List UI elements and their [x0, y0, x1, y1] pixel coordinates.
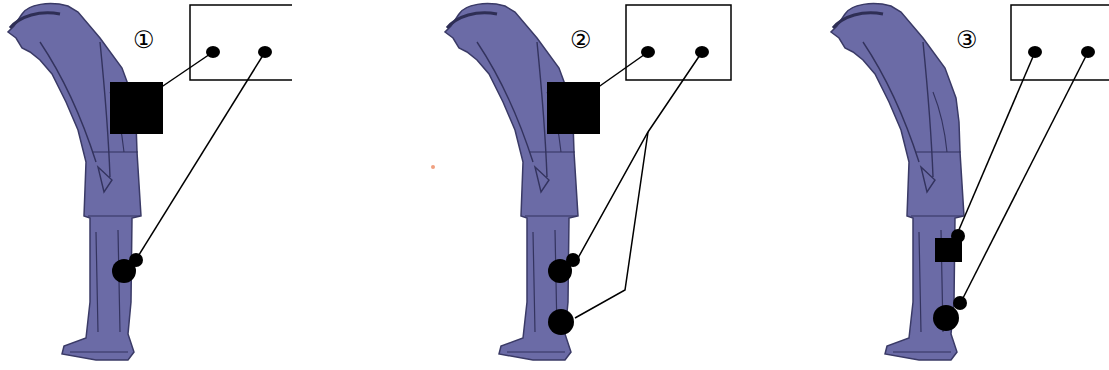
callout-number: ③ [956, 28, 978, 52]
callout-number: ② [570, 28, 592, 52]
stray-dot [431, 165, 435, 169]
electrodes [110, 82, 967, 335]
wires [137, 52, 1088, 318]
callout-number: ① [133, 28, 155, 52]
meter-boxes [190, 5, 1109, 80]
